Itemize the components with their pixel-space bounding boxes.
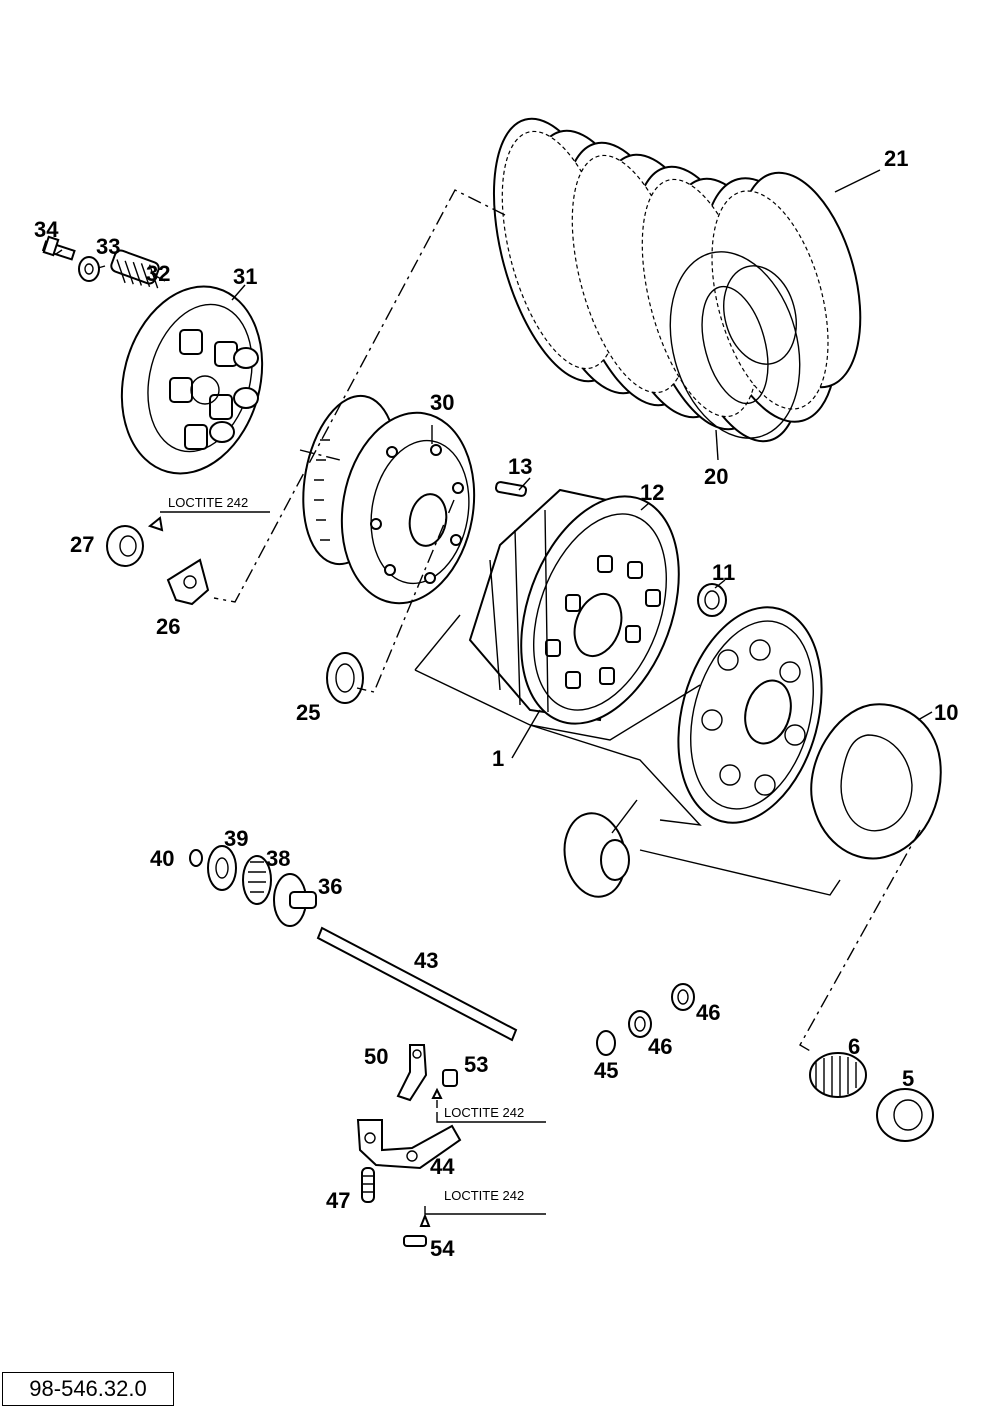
callout-25: 25 — [296, 700, 320, 725]
pushrod-assembly — [189, 845, 317, 927]
thrust-washer — [326, 652, 364, 704]
callout-1: 1 — [492, 746, 504, 771]
hub-nut-lockwasher — [106, 516, 210, 606]
callout-46-lower: 46 — [648, 1034, 672, 1059]
callout-38: 38 — [266, 846, 290, 871]
needle-bearing-and-bush — [809, 1052, 934, 1142]
inner-clutch-hub — [302, 394, 476, 605]
callout-32: 32 — [146, 261, 170, 286]
callout-27: 27 — [70, 532, 94, 557]
callout-20: 20 — [704, 464, 728, 489]
bushing — [697, 583, 727, 617]
callout-31: 31 — [233, 264, 257, 289]
primary-gear — [677, 606, 823, 824]
callout-21: 21 — [884, 146, 908, 171]
callout-40: 40 — [150, 846, 174, 871]
needle-bearings — [596, 983, 695, 1056]
callout-6: 6 — [848, 1034, 860, 1059]
callout-34: 34 — [34, 217, 59, 242]
spring-washer-bolt — [41, 235, 160, 289]
callout-26: 26 — [156, 614, 180, 639]
callout-46-upper: 46 — [696, 1000, 720, 1025]
callout-10: 10 — [934, 700, 958, 725]
loctite-note-bracket-bolt: LOCTITE 242 — [444, 1105, 524, 1120]
callout-45: 45 — [594, 1058, 618, 1083]
pin — [494, 481, 528, 497]
callout-13: 13 — [508, 454, 532, 479]
leader-lines — [55, 169, 933, 1215]
outer-clutch-basket — [468, 488, 680, 725]
callout-47: 47 — [326, 1188, 350, 1213]
callout-30: 30 — [430, 390, 454, 415]
callout-5: 5 — [902, 1066, 914, 1091]
callout-50: 50 — [364, 1044, 388, 1069]
document-number: 98-546.32.0 — [2, 1372, 174, 1406]
callout-39: 39 — [224, 826, 248, 851]
callout-54: 54 — [430, 1236, 455, 1261]
callout-36: 36 — [318, 874, 342, 899]
lock-plate — [810, 703, 942, 860]
clutch-plate-stack — [492, 117, 862, 443]
loctite-note-hub-nut: LOCTITE 242 — [168, 495, 248, 510]
pressure-plate — [120, 285, 264, 475]
callout-11: 11 — [712, 560, 735, 585]
loctite-note-lever-bolt: LOCTITE 242 — [444, 1188, 524, 1203]
pinion-gear — [563, 812, 630, 898]
alignment-lines — [213, 189, 921, 1053]
callout-44: 44 — [430, 1154, 455, 1179]
callout-53: 53 — [464, 1052, 488, 1077]
pushrod — [316, 926, 518, 1042]
release-lever-assembly — [356, 1044, 462, 1247]
callout-12: 12 — [640, 480, 664, 505]
callout-43: 43 — [414, 948, 438, 973]
callout-33: 33 — [96, 234, 120, 259]
